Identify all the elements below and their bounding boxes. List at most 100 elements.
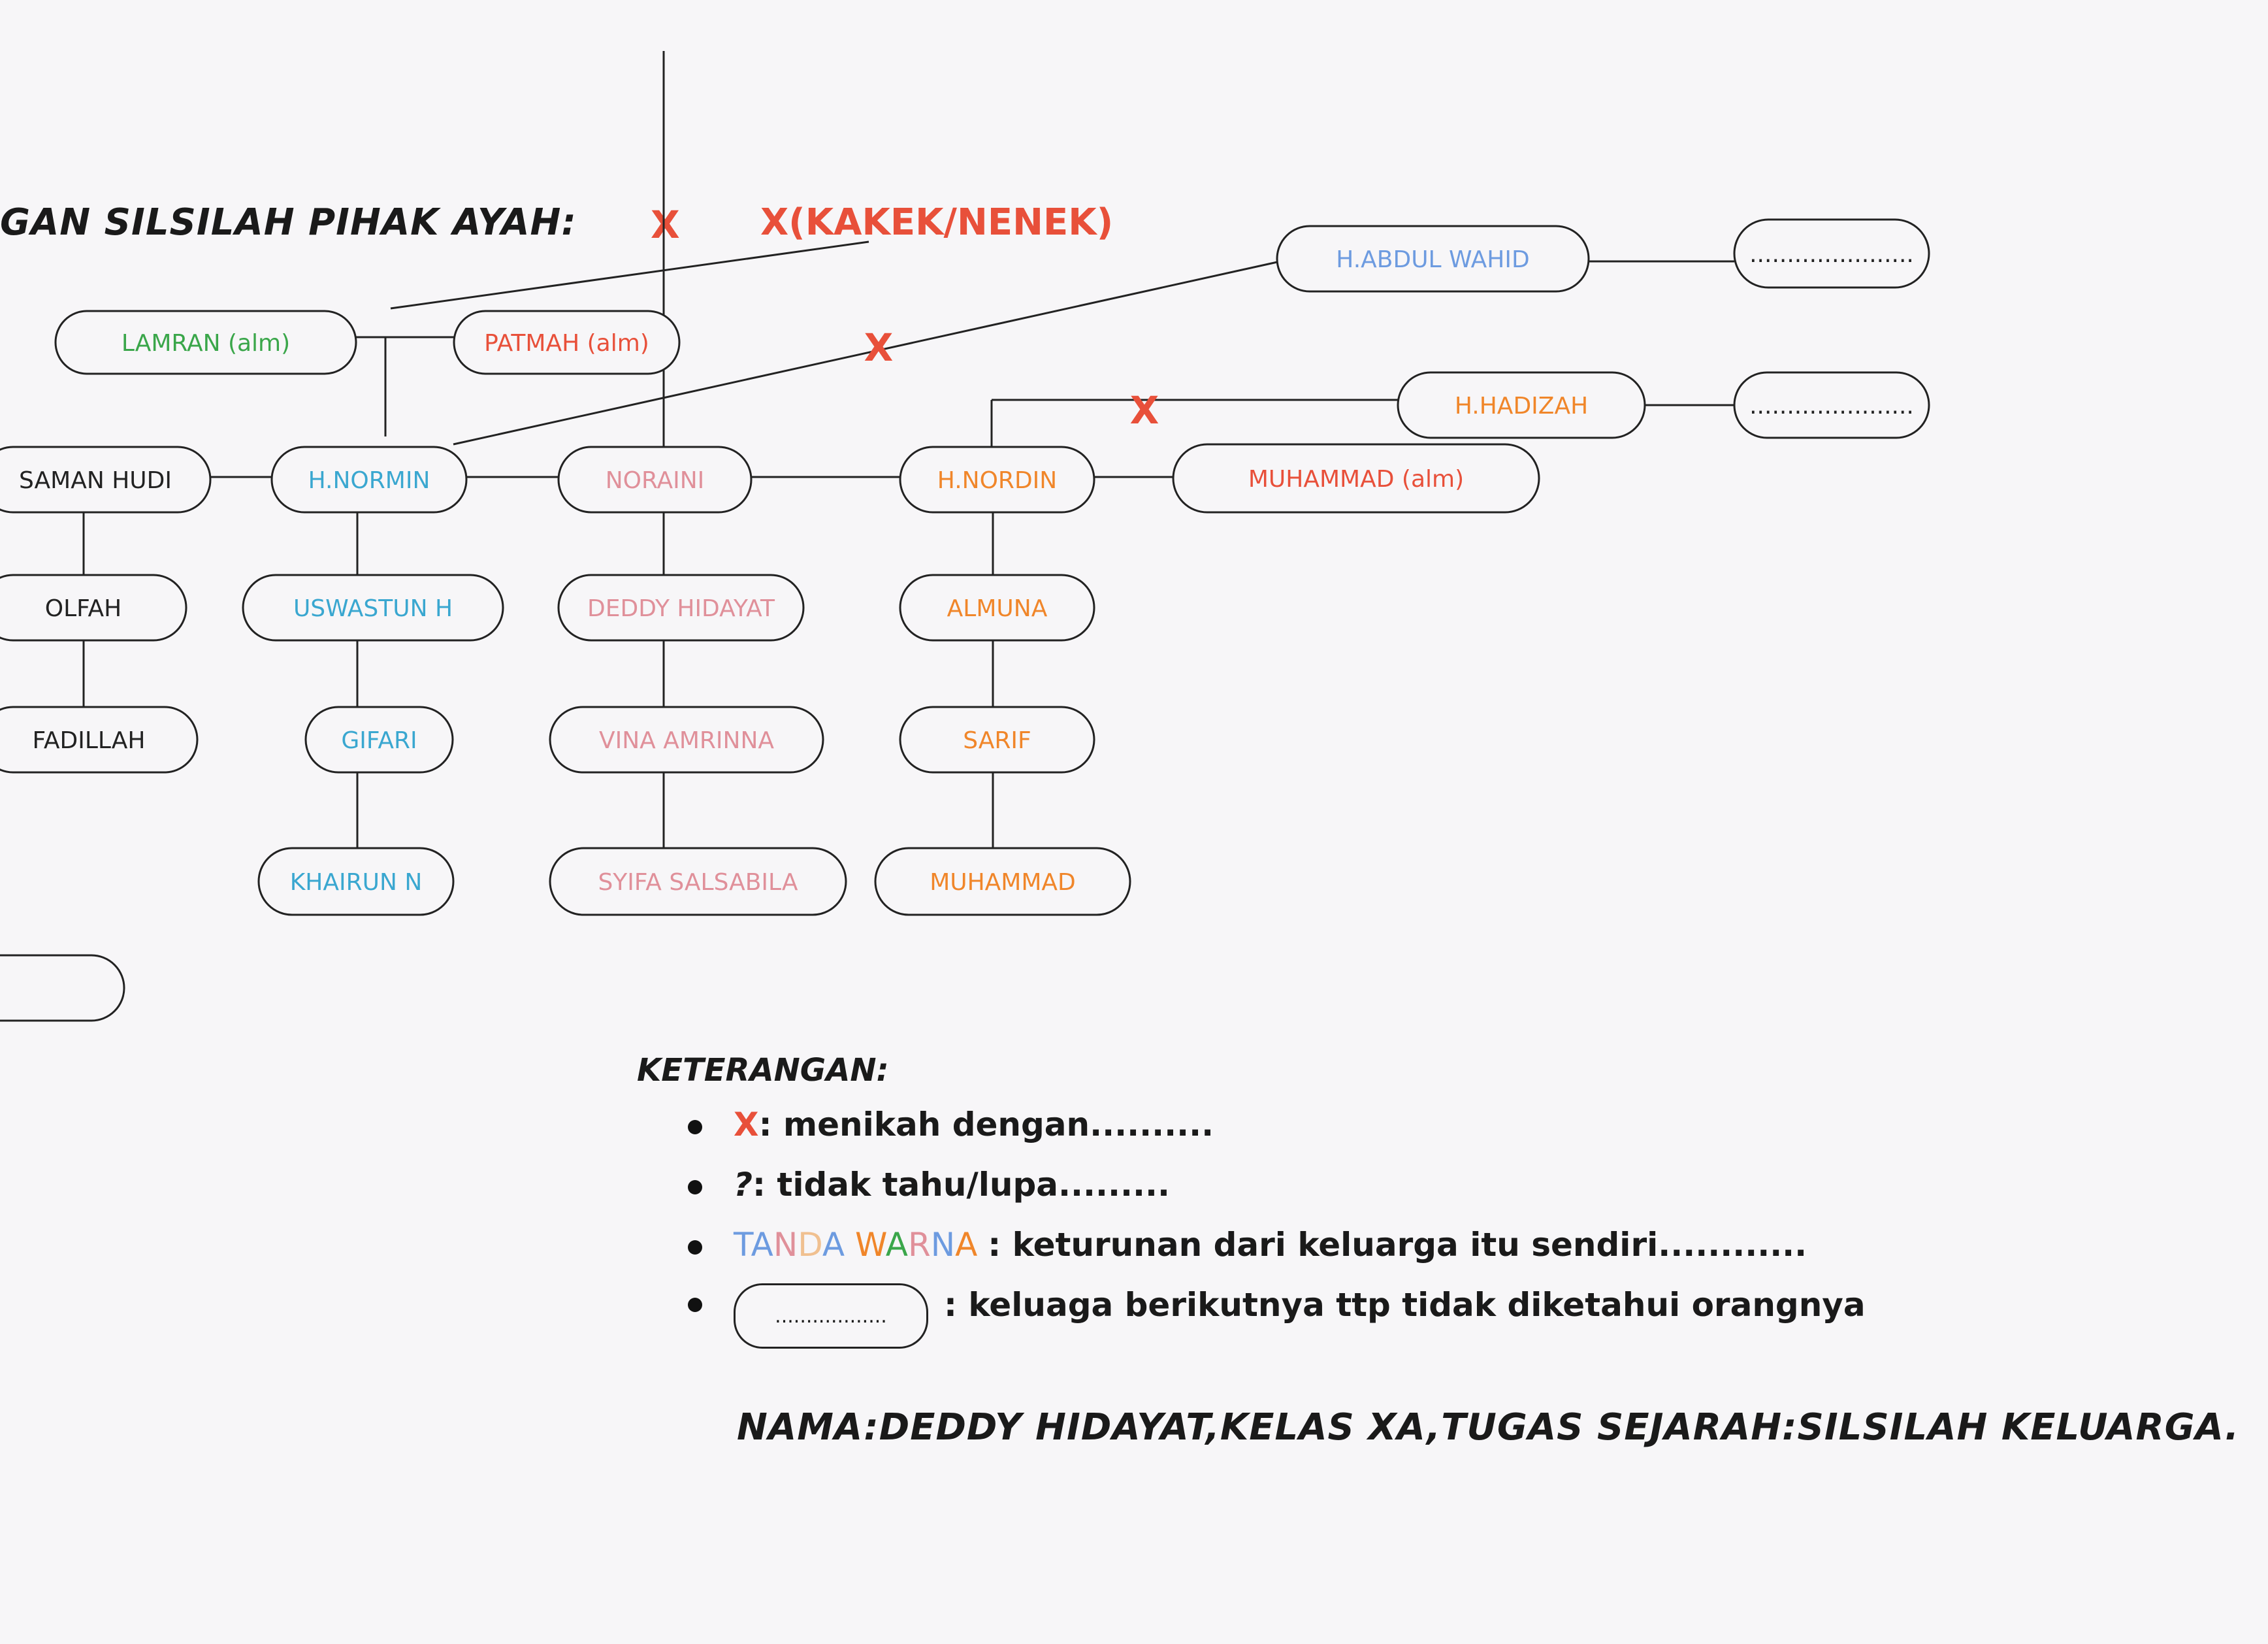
node-olfah: OLFAH [0, 574, 187, 642]
connector-normin-abdul-wahid [453, 260, 1281, 446]
color-letter: N [773, 1226, 798, 1264]
node-lamran: LAMRAN (alm) [54, 310, 357, 375]
node-label: NORAINI [606, 467, 705, 494]
node-box [549, 847, 847, 916]
node-label: H.HADIZAH [1455, 393, 1588, 419]
node-gifari: GIFARI [304, 706, 454, 774]
node-sarif: SARIF [899, 706, 1095, 774]
node-label: PATMAH (alm) [484, 330, 649, 357]
node-label: ...................... [1749, 393, 1914, 419]
node-box [874, 847, 1131, 916]
color-letter: A [751, 1226, 773, 1264]
color-letter: A [822, 1226, 845, 1264]
node-box [0, 954, 125, 1022]
tree-nodes: LAMRAN (alm) PATMAH (alm) H.ABDUL WAHID...… [0, 218, 1930, 1022]
node-abdul-wahid-spouse: ...................... [1733, 218, 1930, 289]
node-fadillah: FADILLAH [0, 706, 199, 774]
node-box [257, 847, 455, 916]
node-box [242, 574, 504, 642]
node-box [1172, 443, 1540, 514]
node-vina: VINA AMRINNA [549, 706, 824, 774]
legend-symbol-tanda-warna: TANDA WARNA [734, 1226, 988, 1264]
color-letter: N [930, 1226, 956, 1264]
legend-item-color: TANDA WARNA : keturunan dari keluarga it… [637, 1226, 1866, 1286]
legend-item-box: .................. : keluaga berikutnya t… [637, 1283, 1866, 1364]
node-label: USWASTUN H [293, 595, 453, 622]
node-hadizah-spouse: ...................... [1733, 371, 1930, 439]
legend-symbol-question: ? [734, 1166, 753, 1204]
node-deddy: DEDDY HIDAYAT [557, 574, 805, 642]
node-box [0, 574, 187, 642]
heading-text: GAN SILSILAH PIHAK AYAH: [0, 201, 577, 244]
node-box [549, 706, 824, 774]
node-box [899, 446, 1095, 514]
node-label: SARIF [963, 727, 1031, 754]
node-patmah: PATMAH (alm) [453, 310, 681, 375]
node-noraini: NORAINI [557, 446, 753, 514]
node-hadizah: H.HADIZAH [1397, 371, 1646, 439]
connector-lines [82, 51, 1734, 848]
node-box [1276, 225, 1590, 293]
footer-caption: NAMA:DEDDY HIDAYAT,KELAS XA,TUGAS SEJARA… [737, 1406, 2240, 1449]
node-khairun: KHAIRUN N [257, 847, 455, 916]
node-normin: H.NORMIN [270, 446, 468, 514]
color-letter: T [734, 1226, 751, 1264]
legend-symbol-x: X [734, 1106, 759, 1143]
node-box [0, 446, 212, 514]
node-box [899, 574, 1095, 642]
legend-item-unknown: ?: tidak tahu/lupa......... [637, 1166, 1866, 1226]
node-box [1397, 371, 1646, 439]
node-almuna: ALMUNA [899, 574, 1095, 642]
node-label: SYIFA SALSABILA [598, 869, 798, 896]
marriage-mark-heading: X [651, 203, 680, 247]
node-box [899, 706, 1095, 774]
node-nordin: H.NORDIN [899, 446, 1095, 514]
node-abdul-wahid: H.ABDUL WAHID [1276, 225, 1590, 293]
diagram-heading: GAN SILSILAH PIHAK AYAH: [0, 201, 577, 244]
node-label: GIFARI [341, 727, 417, 754]
node-box [304, 706, 454, 774]
marriage-mark-normin-abdul: X [864, 325, 894, 370]
node-partial-box [0, 954, 125, 1022]
bullet-icon [688, 1240, 702, 1255]
bullet-icon [688, 1120, 702, 1134]
color-letter: D [798, 1226, 822, 1264]
node-label: OLFAH [45, 595, 122, 622]
node-label: H.ABDUL WAHID [1336, 246, 1529, 273]
node-label: DEDDY HIDAYAT [587, 595, 775, 622]
node-label: H.NORMIN [308, 467, 430, 494]
node-saman-hudi: SAMAN HUDI [0, 446, 212, 514]
connector-kakek-pointer [390, 240, 869, 310]
kakek-nenek-label: X(KAKEK/NENEK) [760, 201, 1114, 244]
node-box [1733, 371, 1930, 439]
legend-item-marriage: X: menikah dengan.......... [637, 1106, 1866, 1166]
node-label: FADILLAH [32, 727, 145, 754]
legend-box-sample: .................. [734, 1283, 928, 1349]
node-syifa: SYIFA SALSABILA [549, 847, 847, 916]
legend: KETERANGAN: X: menikah dengan.......... … [637, 1052, 1866, 1364]
color-letter: R [907, 1226, 931, 1264]
node-uswastun: USWASTUN H [242, 574, 504, 642]
node-box [54, 310, 357, 375]
node-label: MUHAMMAD [930, 869, 1076, 896]
node-box [270, 446, 468, 514]
legend-text-box: : keluaga berikutnya ttp tidak diketahui… [944, 1286, 1866, 1324]
legend-text-unknown: : tidak tahu/lupa......... [753, 1166, 1170, 1204]
node-label: LAMRAN (alm) [122, 330, 290, 357]
legend-title: KETERANGAN: [637, 1052, 889, 1089]
color-letter: W [855, 1226, 886, 1264]
node-box [0, 706, 199, 774]
legend-text-color: : keturunan dari keluarga itu sendiri...… [988, 1226, 1807, 1264]
node-label: ...................... [1749, 241, 1914, 268]
legend-text-marriage: : menikah dengan.......... [758, 1106, 1214, 1143]
node-muhammad: MUHAMMAD [874, 847, 1131, 916]
node-box [557, 574, 805, 642]
color-letter [845, 1226, 855, 1264]
node-box [453, 310, 681, 375]
marriage-mark-hadizah: X [1130, 388, 1159, 433]
bullet-icon [688, 1298, 702, 1312]
bullet-icon [688, 1180, 702, 1194]
node-label: H.NORDIN [937, 467, 1057, 494]
node-label: ALMUNA [947, 595, 1048, 622]
